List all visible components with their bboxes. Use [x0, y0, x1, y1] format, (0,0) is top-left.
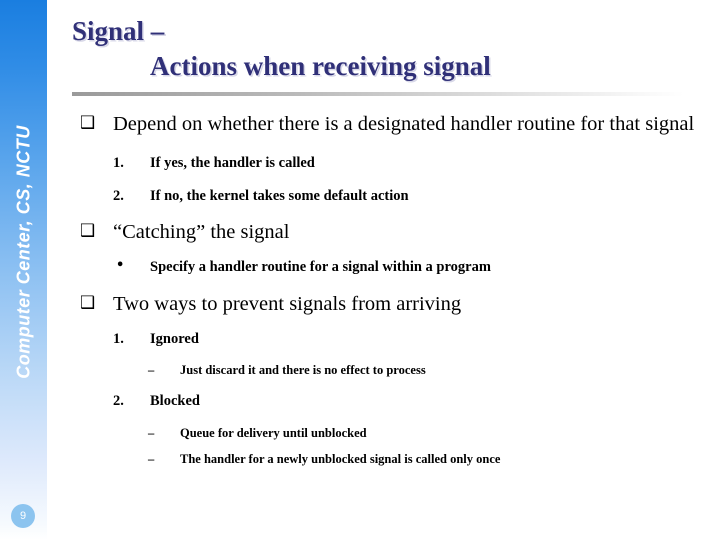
- bullet-text: Blocked: [150, 393, 200, 410]
- bullet-text: If yes, the handler is called: [150, 155, 315, 172]
- bullet-item-level3: – The handler for a newly unblocked sign…: [0, 449, 720, 469]
- spacer: [0, 139, 720, 152]
- square-bullet-icon: ❑: [80, 221, 96, 242]
- bullet-item-level2: 1. If yes, the handler is called: [0, 152, 720, 174]
- spacer: [0, 175, 720, 185]
- list-number-marker: 2.: [113, 393, 124, 410]
- bullet-text: Specify a handler routine for a signal w…: [150, 259, 491, 276]
- bullet-item-level2: 2. If no, the kernel takes some default …: [0, 185, 720, 207]
- title-divider-rule: [72, 92, 684, 96]
- spacer: [0, 319, 720, 328]
- bullet-item-level3: – Just discard it and there is no effect…: [0, 360, 720, 380]
- spacer: [0, 279, 720, 290]
- bullet-item-level1: ❑ Two ways to prevent signals from arriv…: [0, 290, 720, 319]
- list-number-marker: 1.: [113, 330, 124, 347]
- square-bullet-icon: ❑: [80, 292, 96, 313]
- bullet-text: The handler for a newly unblocked signal…: [180, 451, 501, 466]
- title-line-2: Actions when receiving signal: [150, 50, 491, 81]
- bullet-text: Just discard it and there is no effect t…: [180, 363, 426, 378]
- slide-title: Signal – Actions when receiving signal: [72, 14, 692, 83]
- dot-bullet-icon: •: [116, 258, 125, 274]
- spacer: [0, 247, 720, 256]
- spacer: [0, 380, 720, 390]
- dash-bullet-icon: –: [148, 363, 155, 378]
- page-number-badge: 9: [11, 504, 35, 528]
- spacer: [0, 207, 720, 218]
- bullet-item-level2: 1. Ignored: [0, 328, 720, 350]
- sidebar-banner: Computer Center, CS, NCTU 9: [0, 0, 47, 540]
- bullet-text: Two ways to prevent signals from arrivin…: [113, 292, 462, 315]
- bullet-text: If no, the kernel takes some default act…: [150, 187, 409, 204]
- bullet-item-level1: ❑ Depend on whether there is a designate…: [0, 110, 720, 139]
- bullet-text: Queue for delivery until unblocked: [180, 425, 367, 440]
- list-number-marker: 1.: [113, 155, 124, 172]
- dash-bullet-icon: –: [148, 425, 155, 440]
- slide-body: ❑ Depend on whether there is a designate…: [0, 110, 720, 469]
- list-number-marker: 2.: [113, 187, 124, 204]
- title-line-1: Signal –: [72, 16, 165, 46]
- dash-bullet-icon: –: [148, 451, 155, 466]
- bullet-item-level2: • Specify a handler routine for a signal…: [0, 256, 720, 278]
- bullet-text: Depend on whether there is a designated …: [113, 113, 695, 135]
- square-bullet-icon: ❑: [80, 113, 96, 133]
- bullet-item-level2: 2. Blocked: [0, 390, 720, 412]
- bullet-text: Ignored: [150, 330, 199, 347]
- bullet-text: “Catching” the signal: [113, 221, 290, 244]
- spacer: [0, 413, 720, 423]
- bullet-item-level1: ❑ “Catching” the signal: [0, 218, 720, 247]
- spacer: [0, 350, 720, 360]
- bullet-item-level3: – Queue for delivery until unblocked: [0, 423, 720, 443]
